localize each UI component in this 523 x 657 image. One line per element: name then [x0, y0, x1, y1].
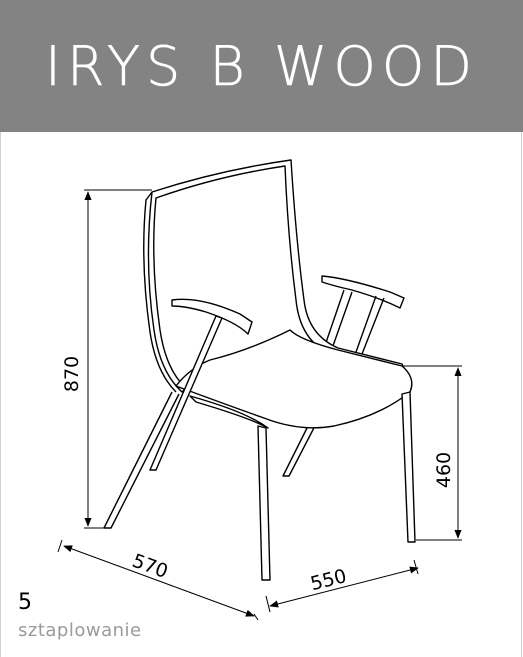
right-arm-post: [355, 295, 385, 355]
stacking-label: sztaplowanie: [18, 620, 142, 641]
rear-right-leg: [282, 419, 318, 477]
right-frame-line: [521, 132, 522, 657]
rear-left-leg: [103, 391, 180, 529]
height-dimension: [84, 189, 152, 529]
product-title: IRYS B WOOD: [45, 34, 478, 98]
front-right-leg: [401, 391, 416, 543]
depth-dimension: [265, 559, 419, 613]
seat: [175, 329, 413, 429]
left-frame-line: [0, 132, 1, 657]
header-banner: IRYS B WOOD: [0, 0, 523, 132]
width-dimension: [57, 539, 259, 621]
seat-height-dimension: [404, 365, 462, 541]
seat-height-label: 460: [433, 452, 455, 488]
backrest-edge: [143, 191, 177, 393]
left-arm-support: [149, 315, 223, 471]
stacking-count: 5: [18, 590, 32, 615]
right-armrest: [321, 275, 405, 309]
seat-front-edge: [189, 395, 269, 429]
left-armrest: [171, 298, 253, 335]
depth-label: 550: [308, 565, 349, 595]
height-label: 870: [61, 356, 83, 392]
chair-illustration: [103, 159, 416, 581]
front-left-leg: [257, 425, 271, 581]
width-label: 570: [129, 550, 171, 583]
